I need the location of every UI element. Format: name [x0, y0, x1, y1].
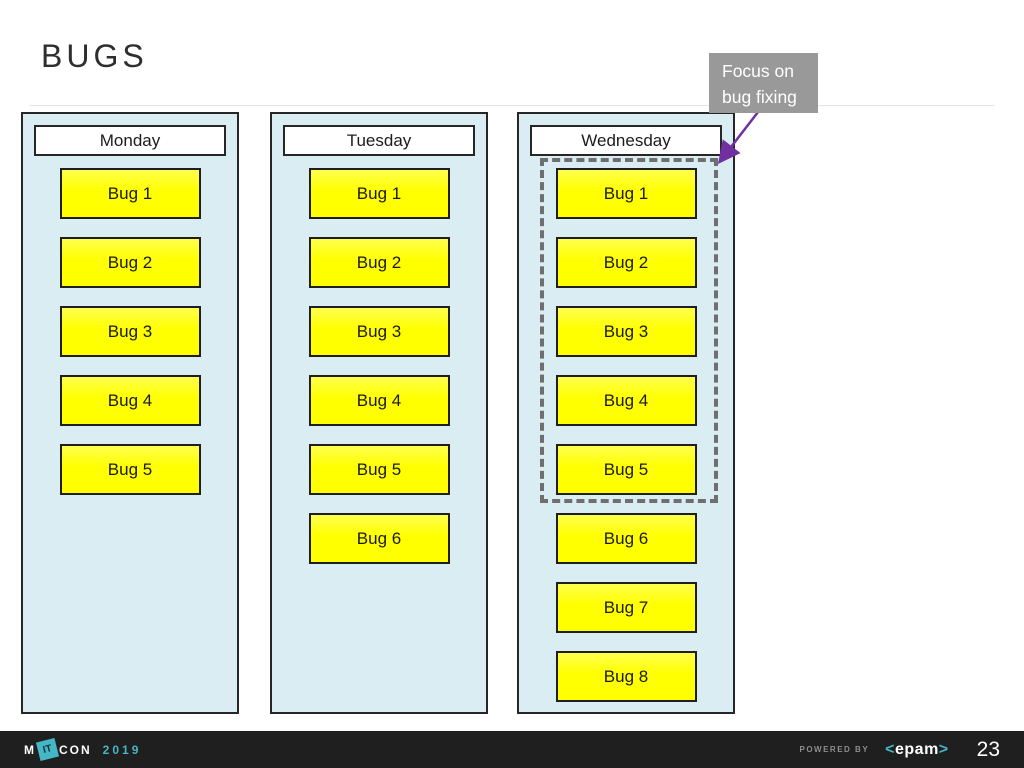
- day-header: Tuesday: [283, 125, 475, 156]
- bug-card: Bug 2: [308, 237, 450, 288]
- bug-card: Bug 1: [555, 168, 697, 219]
- day-header: Wednesday: [530, 125, 722, 156]
- bug-card: Bug 3: [59, 306, 201, 357]
- bug-card: Bug 3: [555, 306, 697, 357]
- logo-year: 2019: [102, 742, 142, 757]
- day-header: Monday: [34, 125, 226, 156]
- bug-card: Bug 4: [59, 375, 201, 426]
- footer-bar: M IT CON 2019 POWERED BY <epam> 23: [0, 731, 1024, 768]
- bug-card: Bug 1: [308, 168, 450, 219]
- bug-card: Bug 2: [59, 237, 201, 288]
- mitcon-logo: M IT CON 2019: [24, 737, 142, 762]
- bug-card: Bug 8: [555, 651, 697, 702]
- bug-list: Bug 1 Bug 2 Bug 3 Bug 4 Bug 5 Bug 6: [272, 168, 486, 582]
- logo-letters-con: CON: [59, 742, 92, 757]
- bug-card: Bug 4: [555, 375, 697, 426]
- logo-diamond-icon: IT: [35, 737, 60, 762]
- bug-card: Bug 7: [555, 582, 697, 633]
- epam-bracket-close: >: [938, 740, 949, 758]
- page-number: 23: [976, 737, 1000, 761]
- bug-card: Bug 5: [59, 444, 201, 495]
- bug-card: Bug 6: [555, 513, 697, 564]
- day-column-wednesday: Wednesday Bug 1 Bug 2 Bug 3 Bug 4 Bug 5 Bug 6…: [517, 112, 735, 714]
- focus-callout: Focus on bug fixing: [709, 53, 818, 113]
- bug-card: Bug 2: [555, 237, 697, 288]
- bug-card: Bug 5: [555, 444, 697, 495]
- bug-card: Bug 6: [308, 513, 450, 564]
- logo-letter-m: M: [24, 742, 36, 757]
- callout-line-1: Focus on: [722, 61, 794, 81]
- bug-card: Bug 3: [308, 306, 450, 357]
- epam-wordmark: epam: [895, 740, 939, 758]
- bug-card: Bug 4: [308, 375, 450, 426]
- page-title: BUGS: [41, 38, 148, 74]
- title-divider: [30, 105, 994, 106]
- day-column-monday: Monday Bug 1 Bug 2 Bug 3 Bug 4 Bug 5: [21, 112, 239, 714]
- callout-line-2: bug fixing: [722, 87, 797, 107]
- bug-list: Bug 1 Bug 2 Bug 3 Bug 4 Bug 5 Bug 6 Bug 7 Bug 8: [519, 168, 733, 720]
- epam-bracket-open: <: [885, 740, 895, 758]
- logo-letters-it: IT: [41, 743, 54, 756]
- day-column-tuesday: Tuesday Bug 1 Bug 2 Bug 3 Bug 4 Bug 5 Bug 6: [270, 112, 488, 714]
- powered-by-label: POWERED BY: [799, 745, 870, 754]
- bug-card: Bug 5: [308, 444, 450, 495]
- bug-list: Bug 1 Bug 2 Bug 3 Bug 4 Bug 5: [23, 168, 237, 513]
- focus-dashed-rect: [540, 158, 718, 503]
- epam-logo: <epam>: [885, 741, 948, 759]
- bug-card: Bug 1: [59, 168, 201, 219]
